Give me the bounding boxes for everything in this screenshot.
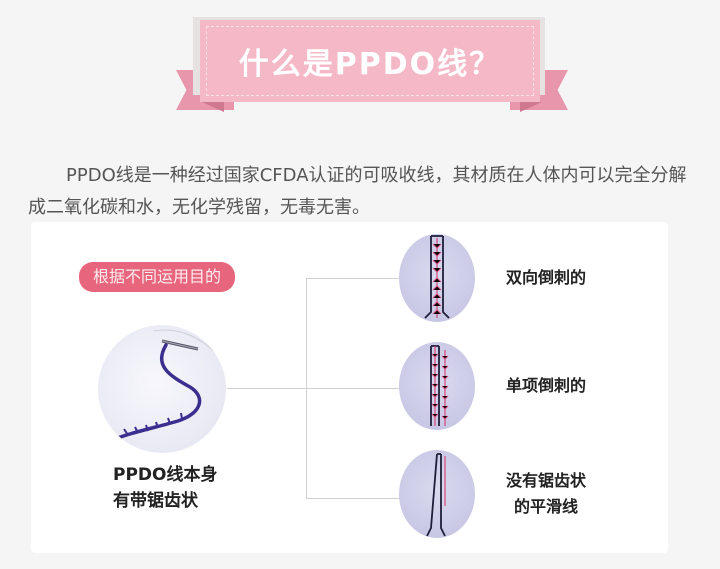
smooth-thread-icon xyxy=(426,453,446,537)
connector-main-horizontal xyxy=(227,388,306,389)
needle-thread-icon xyxy=(108,329,219,446)
variant-label-smooth: 没有锯齿状 的平滑线 xyxy=(506,468,586,520)
main-caption-line1: PPDO线本身 xyxy=(113,465,218,485)
intro-paragraph: PPDO线是一种经过国家CFDA认证的可吸收线，其材质在人体内可以完全分解成二氧… xyxy=(28,165,687,218)
variant-label-unidirectional: 单项倒刺的 xyxy=(506,373,586,399)
unidirectional-barb-icon xyxy=(430,345,449,426)
variant-label-line2: 的平滑线 xyxy=(514,497,579,516)
purpose-tag: 根据不同运用目的 xyxy=(79,262,236,292)
title-ribbon: 什么是PPDO线？ xyxy=(176,14,568,112)
unidirectional-barbed-thread-image xyxy=(399,342,475,430)
main-caption-line2: 有带锯齿状 xyxy=(113,491,198,511)
variant-label-line1: 双向倒刺的 xyxy=(506,268,587,287)
main-caption: PPDO线本身 有带锯齿状 xyxy=(113,462,217,514)
bidirectional-barbed-thread-image xyxy=(399,234,475,322)
diagram-card: 根据不同运用目的 PPDO线本身 有带锯齿状 xyxy=(31,222,668,553)
ribbon-banner: 什么是PPDO线？ xyxy=(200,20,540,102)
connector-branch-2 xyxy=(306,388,401,389)
connector-branch-1 xyxy=(306,278,401,279)
ppdo-thread-needle-image xyxy=(98,325,226,453)
page-title: 什么是PPDO线？ xyxy=(238,47,502,82)
bidirectional-barb-icon xyxy=(424,235,450,319)
variant-label-line1: 单项倒刺的 xyxy=(506,376,587,395)
connector-branch-3 xyxy=(306,498,401,499)
ribbon-fold-left xyxy=(202,102,224,112)
variant-label-line1: 没有锯齿状 xyxy=(506,471,587,490)
smooth-thread-image xyxy=(399,450,475,538)
variant-label-bidirectional: 双向倒刺的 xyxy=(506,265,586,291)
ribbon-fold-right xyxy=(520,102,542,112)
